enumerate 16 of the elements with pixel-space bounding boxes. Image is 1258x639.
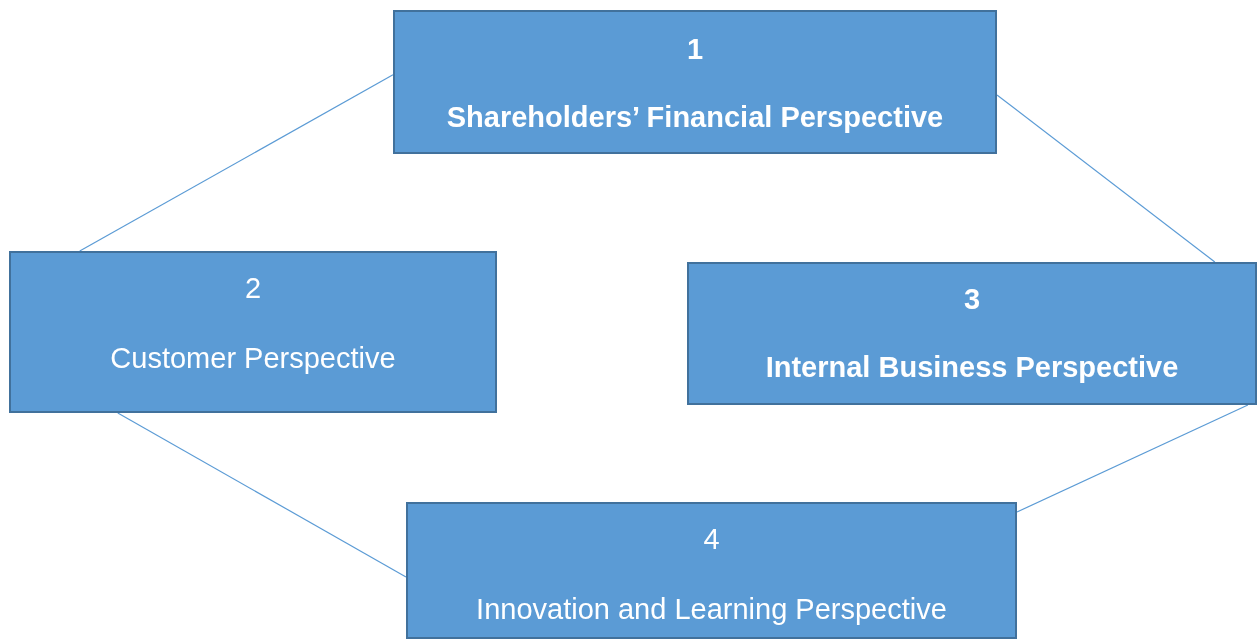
box-number: 4	[703, 522, 720, 556]
box-title: Customer Perspective	[110, 341, 396, 375]
connector-line	[996, 94, 1216, 263]
process-box	[9, 251, 497, 413]
process-box	[393, 10, 997, 154]
process-box	[406, 502, 1017, 639]
box-number: 2	[244, 271, 262, 305]
box-title: Shareholders’ Financial Perspective	[446, 100, 944, 134]
box-title: Innovation and Learning Perspective	[476, 592, 947, 626]
connector-line	[79, 74, 394, 252]
connector-line	[1016, 404, 1249, 513]
process-box	[687, 262, 1257, 405]
box-number: 3	[963, 282, 981, 316]
connector-line	[117, 412, 407, 578]
box-title: Internal Business Perspective	[765, 350, 1179, 384]
box-number: 1	[686, 32, 704, 66]
